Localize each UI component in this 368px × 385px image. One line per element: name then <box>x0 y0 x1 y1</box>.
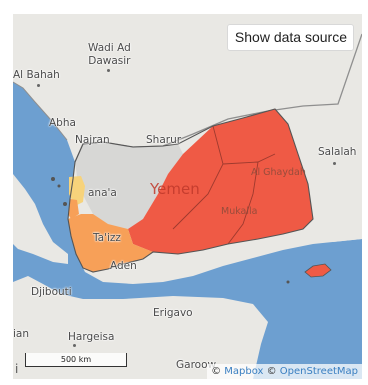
show-data-source-button[interactable]: Show data source <box>226 24 354 51</box>
copyright-symbol: © <box>211 366 222 377</box>
socotra-island <box>304 263 332 278</box>
scale-bar: 500 km <box>25 353 127 367</box>
scale-label: 500 km <box>60 355 92 364</box>
attribution-separator: © <box>263 366 280 377</box>
eritrea-land <box>13 174 68 264</box>
map-canvas[interactable]: Show data source Wadi Ad Dawasir Al Baha… <box>13 14 362 379</box>
mapbox-logo[interactable]: i <box>15 362 19 376</box>
red-subdivision <box>172 125 276 245</box>
region-red-east <box>128 109 313 254</box>
mapbox-link[interactable]: Mapbox <box>224 366 264 377</box>
arabia-coast <box>13 81 68 141</box>
region-yellow <box>69 176 85 206</box>
attribution-bar: © Mapbox © OpenStreetMap <box>207 364 362 379</box>
yemen-border <box>67 108 314 273</box>
region-orange-2 <box>68 199 79 219</box>
map-layer <box>13 33 362 379</box>
region-orange <box>68 214 153 272</box>
region-grey <box>75 142 183 229</box>
openstreetmap-link[interactable]: OpenStreetMap <box>279 366 358 377</box>
